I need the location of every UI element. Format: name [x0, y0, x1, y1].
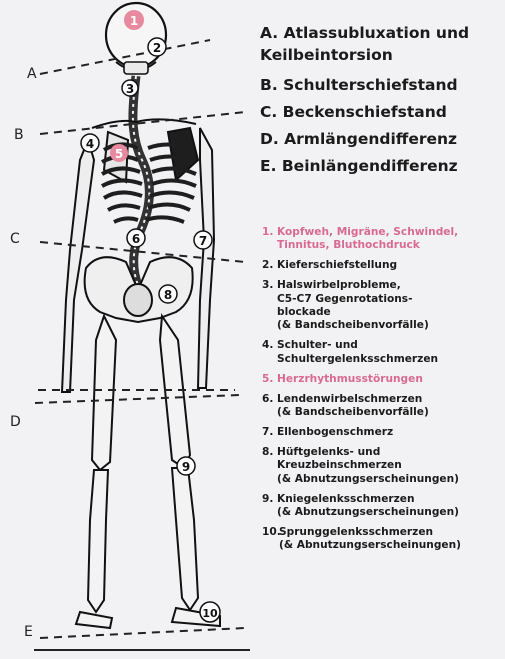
legend-b: B. Schulterschiefstand: [260, 72, 505, 99]
legend-d: D. Armlängendifferenz: [260, 126, 505, 153]
symptom-item-6: 6. Lendenwirbelschmerzen (& Bandscheiben…: [262, 393, 505, 420]
line-b: [40, 112, 245, 134]
alignment-legend: A. Atlassubluxation und Keilbeintorsion …: [260, 22, 505, 180]
symptom-text: Kniegelenksschmerzen (& Abnutzungsersche…: [277, 493, 505, 520]
svg-text:4: 4: [86, 137, 94, 151]
skeleton-figure: 1 2 3 4 5 6 7: [0, 0, 260, 659]
svg-text:10: 10: [202, 607, 218, 620]
legend-a: A. Atlassubluxation und Keilbeintorsion: [260, 22, 480, 66]
symptom-list: 1. Kopfweh, Migräne, Schwindel, Tinnitus…: [262, 226, 505, 559]
symptom-text: Hüftgelenks- und Kreuzbeinschmerzen (& A…: [277, 446, 505, 486]
symptom-number: 1.: [262, 226, 277, 253]
symptom-text: Kopfweh, Migräne, Schwindel, Tinnitus, B…: [277, 226, 505, 253]
marker-5: 5: [110, 144, 128, 162]
symptom-item-10: 10. Sprunggelenksschmerzen (& Abnutzungs…: [262, 526, 505, 553]
symptom-number: 6.: [262, 393, 277, 420]
symptom-text: Ellenbogenschmerz: [277, 426, 505, 439]
symptom-text: Kieferschiefstellung: [277, 259, 505, 272]
line-e: [40, 628, 245, 638]
marker-1: 1: [124, 10, 144, 30]
symptom-item-5: 5. Herzrhythmusstörungen: [262, 373, 505, 386]
symptom-number: 10.: [262, 526, 279, 553]
marker-7: 7: [194, 231, 212, 249]
svg-text:2: 2: [153, 41, 161, 55]
svg-text:1: 1: [130, 14, 138, 28]
legend-c: C. Beckenschiefstand: [260, 99, 505, 126]
line-label-c: C: [10, 231, 20, 247]
svg-text:6: 6: [132, 232, 140, 246]
marker-10: 10: [200, 602, 220, 622]
svg-text:8: 8: [164, 288, 172, 302]
symptom-text: Lendenwirbelschmerzen (& Bandscheibenvor…: [277, 393, 505, 420]
symptom-number: 2.: [262, 259, 277, 272]
marker-9: 9: [177, 457, 195, 475]
marker-6: 6: [127, 229, 145, 247]
symptom-item-8: 8. Hüftgelenks- und Kreuzbeinschmerzen (…: [262, 446, 505, 486]
symptom-text: Sprunggelenksschmerzen (& Abnutzungsersc…: [279, 526, 505, 553]
svg-text:5: 5: [115, 147, 123, 161]
symptom-item-7: 7. Ellenbogenschmerz: [262, 426, 505, 439]
symptom-number: 3.: [262, 279, 277, 333]
line-label-b: B: [14, 127, 24, 143]
symptom-number: 4.: [262, 339, 277, 366]
symptom-item-9: 9. Kniegelenksschmerzen (& Abnutzungsers…: [262, 493, 505, 520]
line-label-a: A: [27, 66, 37, 82]
symptom-item-1: 1. Kopfweh, Migräne, Schwindel, Tinnitus…: [262, 226, 505, 253]
symptom-text: Halswirbelprobleme, C5-C7 Gegenrotations…: [277, 279, 505, 333]
symptom-item-3: 3. Halswirbelprobleme, C5-C7 Gegenrotati…: [262, 279, 505, 333]
symptom-item-2: 2. Kieferschiefstellung: [262, 259, 505, 272]
marker-8: 8: [159, 285, 177, 303]
symptom-number: 8.: [262, 446, 277, 486]
symptom-text: Herzrhythmusstörungen: [277, 373, 505, 386]
marker-2: 2: [148, 38, 166, 56]
line-d: [35, 395, 240, 403]
svg-text:3: 3: [126, 82, 134, 96]
svg-text:9: 9: [182, 460, 190, 474]
symptom-number: 9.: [262, 493, 277, 520]
marker-4: 4: [81, 134, 99, 152]
line-label-d: D: [10, 414, 21, 430]
symptom-number: 7.: [262, 426, 277, 439]
symptom-number: 5.: [262, 373, 277, 386]
marker-3: 3: [122, 80, 138, 96]
legend-e: E. Beinlängendifferenz: [260, 153, 505, 180]
symptom-text: Schulter- und Schultergelenksschmerzen: [277, 339, 505, 366]
symptom-item-4: 4. Schulter- und Schultergelenksschmerze…: [262, 339, 505, 366]
svg-text:7: 7: [199, 234, 207, 248]
line-label-e: E: [24, 624, 33, 640]
